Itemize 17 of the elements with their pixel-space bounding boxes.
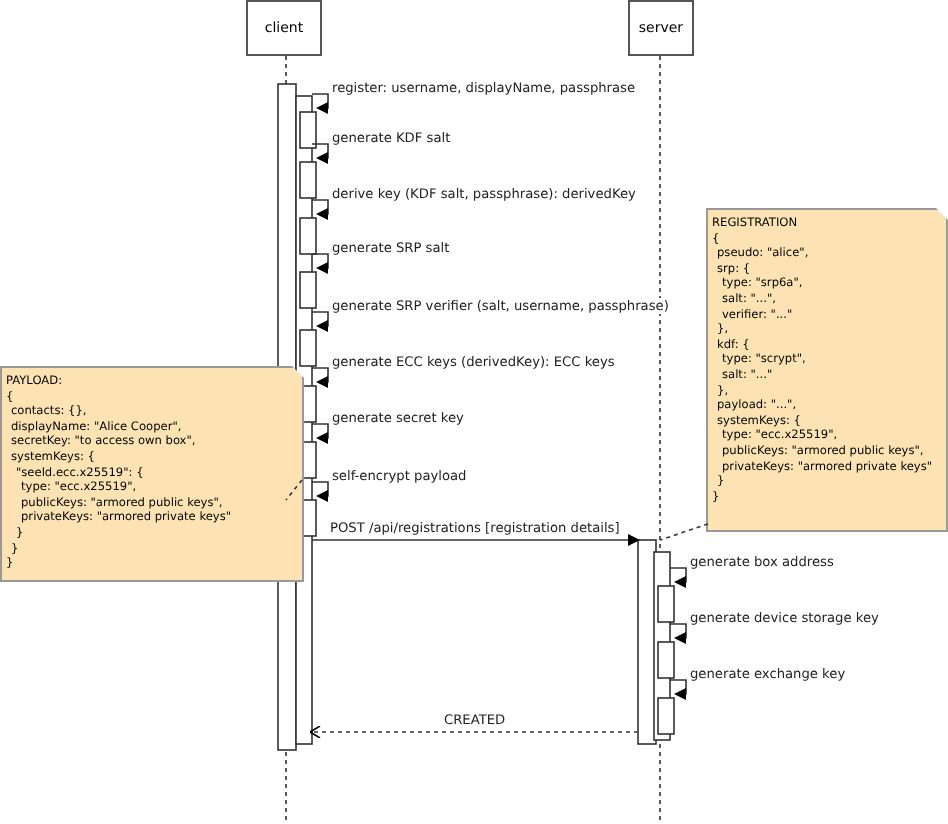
arrow bbox=[669, 567, 687, 588]
arrow bbox=[311, 481, 329, 502]
note-connector bbox=[659, 523, 709, 541]
arrow bbox=[309, 725, 639, 739]
note-connector bbox=[285, 479, 303, 501]
arrow bbox=[311, 143, 329, 164]
arrow bbox=[311, 311, 329, 332]
note bbox=[0, 366, 304, 582]
arrow bbox=[311, 367, 329, 388]
arrow bbox=[311, 423, 329, 444]
arrow bbox=[669, 623, 687, 644]
arrow bbox=[669, 679, 687, 700]
note bbox=[706, 208, 948, 532]
arrow bbox=[311, 534, 640, 546]
arrow bbox=[311, 253, 329, 274]
arrow bbox=[311, 199, 329, 220]
arrow bbox=[311, 93, 329, 114]
